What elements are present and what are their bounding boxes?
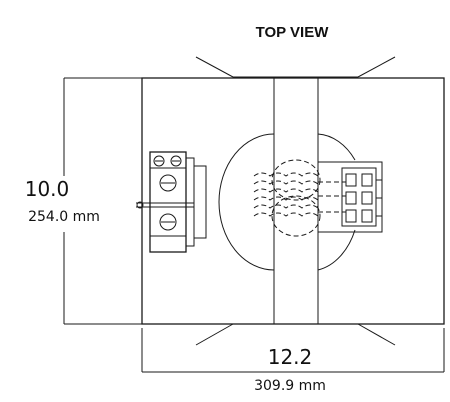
- width-millimeters: 309.9 mm: [254, 378, 326, 394]
- round-housing: [218, 133, 356, 271]
- center-band: [273, 78, 319, 324]
- enclosure-outline: [141, 77, 445, 325]
- view-title: TOP VIEW: [256, 24, 330, 41]
- top-chamfer-lines: [195, 56, 396, 78]
- height-inches: 10.0: [25, 177, 70, 201]
- height-millimeters: 254.0 mm: [28, 209, 100, 225]
- width-dimension-lines: [141, 328, 445, 373]
- hidden-internal-component: [253, 159, 346, 237]
- connector-block: [317, 161, 383, 233]
- width-inches: 12.2: [268, 345, 313, 369]
- terminal-block: [136, 151, 207, 253]
- bottom-chamfer-lines: [195, 323, 396, 346]
- screw-icon: [159, 213, 177, 231]
- screw-icon: [170, 155, 182, 167]
- height-dimension-lines: [63, 77, 142, 325]
- screw-icon: [153, 155, 165, 167]
- screw-icon: [159, 174, 177, 192]
